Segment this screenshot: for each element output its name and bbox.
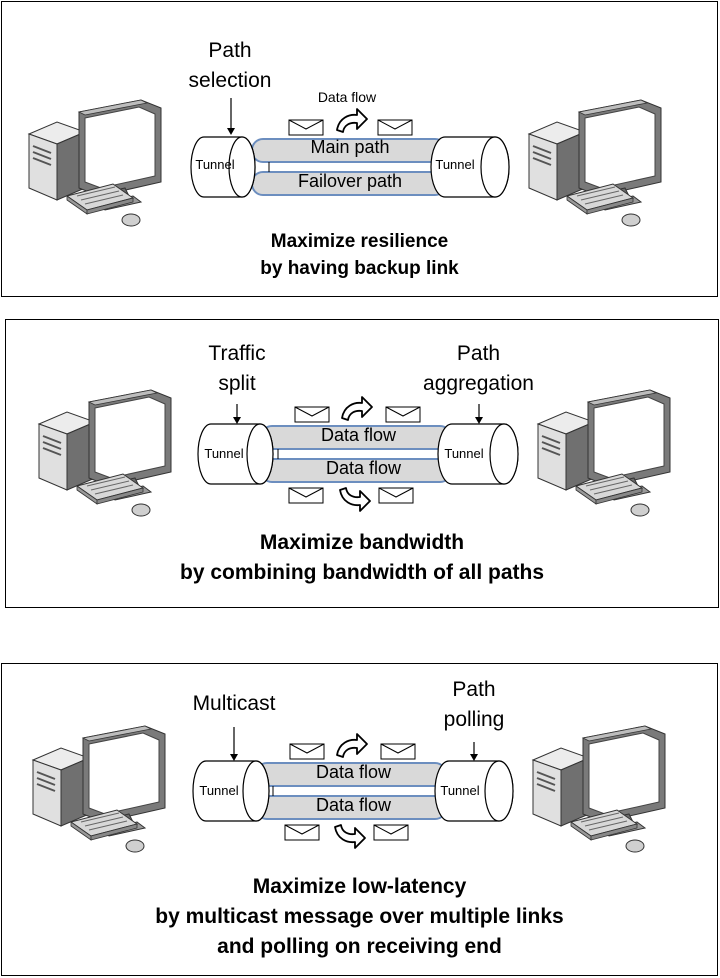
main-path-label: Main path: [310, 137, 390, 157]
curved-arrow-icon: [336, 733, 368, 758]
down-arrow-icon: [230, 727, 238, 761]
envelope-icon: [373, 824, 409, 841]
curved-arrow-icon: [341, 396, 373, 421]
down-arrow-icon: [227, 98, 235, 135]
computer-icon: [528, 99, 662, 227]
curved-arrow-icon: [339, 487, 371, 512]
envelope-icon: [380, 743, 416, 760]
data-flow-bottom-label: Data flow: [315, 795, 392, 815]
computer-icon: [532, 725, 666, 853]
tunnel-right-label: Tunnel: [435, 157, 475, 172]
tunnel-right-label: Tunnel: [440, 783, 480, 798]
tunnel-left: [190, 136, 256, 198]
computer-icon: [32, 725, 166, 853]
tunnel-right: [430, 136, 510, 198]
tunnel-left-label: Tunnel: [204, 446, 244, 461]
envelope-icon: [294, 406, 330, 423]
computer-icon: [537, 389, 671, 517]
envelope-icon: [288, 119, 324, 136]
computer-icon: [28, 99, 162, 227]
tunnel-assembly: [192, 760, 514, 822]
down-arrow-icon: [470, 742, 478, 761]
down-arrow-icon: [475, 404, 483, 424]
tunnel-right-label: Tunnel: [444, 446, 484, 461]
tunnel-left-label: Tunnel: [199, 783, 239, 798]
tunnel-right: [434, 760, 514, 822]
data-flow-top-label: Data flow: [320, 425, 397, 445]
tunnel-left: [197, 423, 274, 485]
tunnel-assembly: [190, 136, 510, 198]
curved-arrow-icon: [336, 108, 368, 133]
data-flow-label: Data flow: [317, 89, 377, 105]
bandwidth-diagram: [38, 389, 671, 517]
curved-arrow-icon: [334, 824, 366, 849]
envelope-icon: [378, 487, 414, 504]
failover-path-label: Failover path: [297, 171, 403, 191]
resilience-diagram: [28, 98, 662, 227]
tunnel-right: [437, 423, 519, 485]
computer-icon: [38, 389, 172, 517]
envelope-icon: [284, 824, 320, 841]
envelope-icon: [385, 406, 421, 423]
multicast-label: Multicast: [192, 692, 276, 715]
tunnel-left-label: Tunnel: [195, 157, 235, 172]
low-latency-diagram: [32, 725, 666, 853]
envelope-icon: [377, 119, 413, 136]
envelope-icon: [288, 487, 324, 504]
data-flow-bottom-label: Data flow: [325, 458, 402, 478]
tunnel-left: [192, 760, 270, 822]
tunnel-assembly: [197, 423, 519, 485]
data-flow-top-label: Data flow: [315, 762, 392, 782]
down-arrow-icon: [233, 404, 241, 424]
envelope-icon: [289, 743, 325, 760]
